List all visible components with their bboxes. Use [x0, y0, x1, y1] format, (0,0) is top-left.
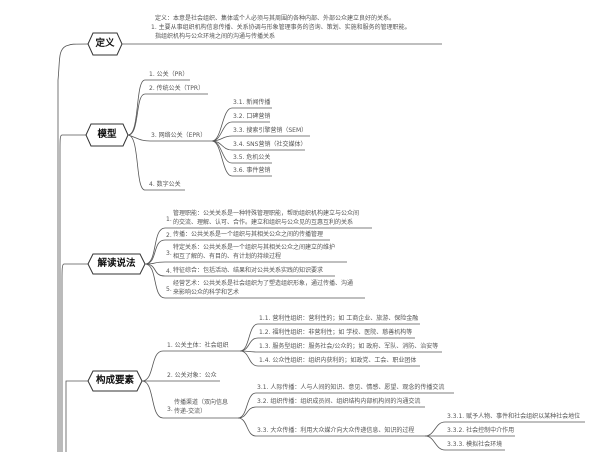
item-number: 3.: [167, 406, 173, 413]
topic-interpretation[interactable]: 解读说法: [97, 258, 136, 269]
definition-line-2: 1. 主要从事组织机构信息传播、关系协调与形象管理事务的咨询、策划、实施和服务的…: [151, 24, 411, 31]
item-line: 来影响公众的科学和艺术: [173, 289, 240, 296]
elements-subject[interactable]: 1. 公关主体：社会组织: [167, 342, 229, 349]
channel-sub-item[interactable]: 3.2. 组织传播：组织成员间、组织结构内部机构间的沟通交流: [257, 398, 421, 405]
item-line: 管理职能：公关关系是一种特殊管理职能，帮助组织机构建立与公众间: [173, 210, 360, 217]
item-number: 5.: [166, 286, 172, 293]
model-item[interactable]: 2. 传统公关（TPR）: [149, 85, 205, 92]
item-number: 4.: [166, 268, 172, 275]
item-line: 传播渠道（双向信息: [174, 399, 229, 406]
definition-line-3: 指组织机构与公众环境之间的沟通与传播关系: [155, 33, 276, 40]
model-item[interactable]: 1. 公关（PR）: [149, 71, 189, 78]
epr-sub-item[interactable]: 3.3. 搜索引擎营销（SEM）: [233, 127, 308, 134]
epr-sub-item[interactable]: 3.1. 新闻传播: [233, 99, 271, 106]
model-item[interactable]: 3. 网络公关（EPR）: [151, 132, 207, 139]
subject-sub-item[interactable]: 1.4. 公众性组织：组织内获利的；如政党、工会、职业团体: [259, 357, 417, 364]
subject-sub-item[interactable]: 1.1. 营利性组织：营利性的；如 工商企业、旅游、保险金融: [259, 315, 419, 322]
elements-object[interactable]: 2. 公关对象：公众: [167, 372, 217, 379]
item-line: 特征综合：包括活动、结果和对公共关系实践的知识要求: [173, 267, 324, 274]
item-number: 1.: [166, 216, 172, 223]
subject-sub-item[interactable]: 1.2. 福利性组织：非营利性；如 学校、医院、慈善机构等: [259, 329, 413, 336]
epr-sub-item[interactable]: 3.4. SNS营销（社交媒体）: [233, 141, 307, 148]
channel-sub-item[interactable]: 3.1. 人际传播：人与人间的知识、意见、情感、愿望、观念的传播交流: [257, 384, 445, 391]
item-line: 传递-交流）: [174, 408, 207, 415]
item-number: 2.: [166, 232, 172, 239]
epr-sub-item[interactable]: 3.5. 危机公关: [233, 154, 271, 161]
mass-sub-item[interactable]: 3.3.1. 赋予人物、事件和社会组织以某种社会地位: [447, 413, 581, 420]
subject-sub-item[interactable]: 1.3. 服务型组织：服务社会/公众的；如 政府、军队、消防、治安等: [259, 343, 439, 350]
topic-elements[interactable]: 构成要素: [95, 375, 134, 386]
model-item[interactable]: 4. 数字公关: [149, 181, 181, 188]
channel-sub-item[interactable]: 3.3. 大众传播：利用大众媒介向大众传递信息、知识的过程: [257, 427, 415, 434]
item-line: 经营艺术：公共关系是社会组织为了塑造组织形象，通过传播、沟通: [173, 280, 354, 287]
topic-model[interactable]: 模型: [97, 129, 117, 140]
item-line: 特定关系：公共关系是一个组织与其相关公众之间建立的维护: [173, 244, 336, 251]
item-line: 相互了解的、有目的、有计划的持续过程: [173, 253, 282, 260]
definition-line-1: 定义：本意是社会组织、集体或个人必须与其周围的各种内部、外部公众建立良好的关系。: [155, 15, 396, 22]
mass-sub-item[interactable]: 3.3.2. 社会控制中介作用: [447, 427, 515, 434]
item-line: 的交流、理解、认可、合作。建立和组织与公众见的互惠互利的关系: [173, 219, 354, 226]
epr-sub-item[interactable]: 3.6. 事件营销: [233, 167, 271, 174]
item-number: 3.: [166, 250, 172, 257]
topic-definition[interactable]: 定义: [95, 38, 115, 49]
epr-sub-item[interactable]: 3.2. 口碑营销: [233, 113, 271, 120]
item-line: 传播：公共关系是一个组织与其相关公众之间的传播管理: [173, 231, 324, 238]
mass-sub-item[interactable]: 3.3.3. 模拟社会环境: [447, 441, 503, 448]
